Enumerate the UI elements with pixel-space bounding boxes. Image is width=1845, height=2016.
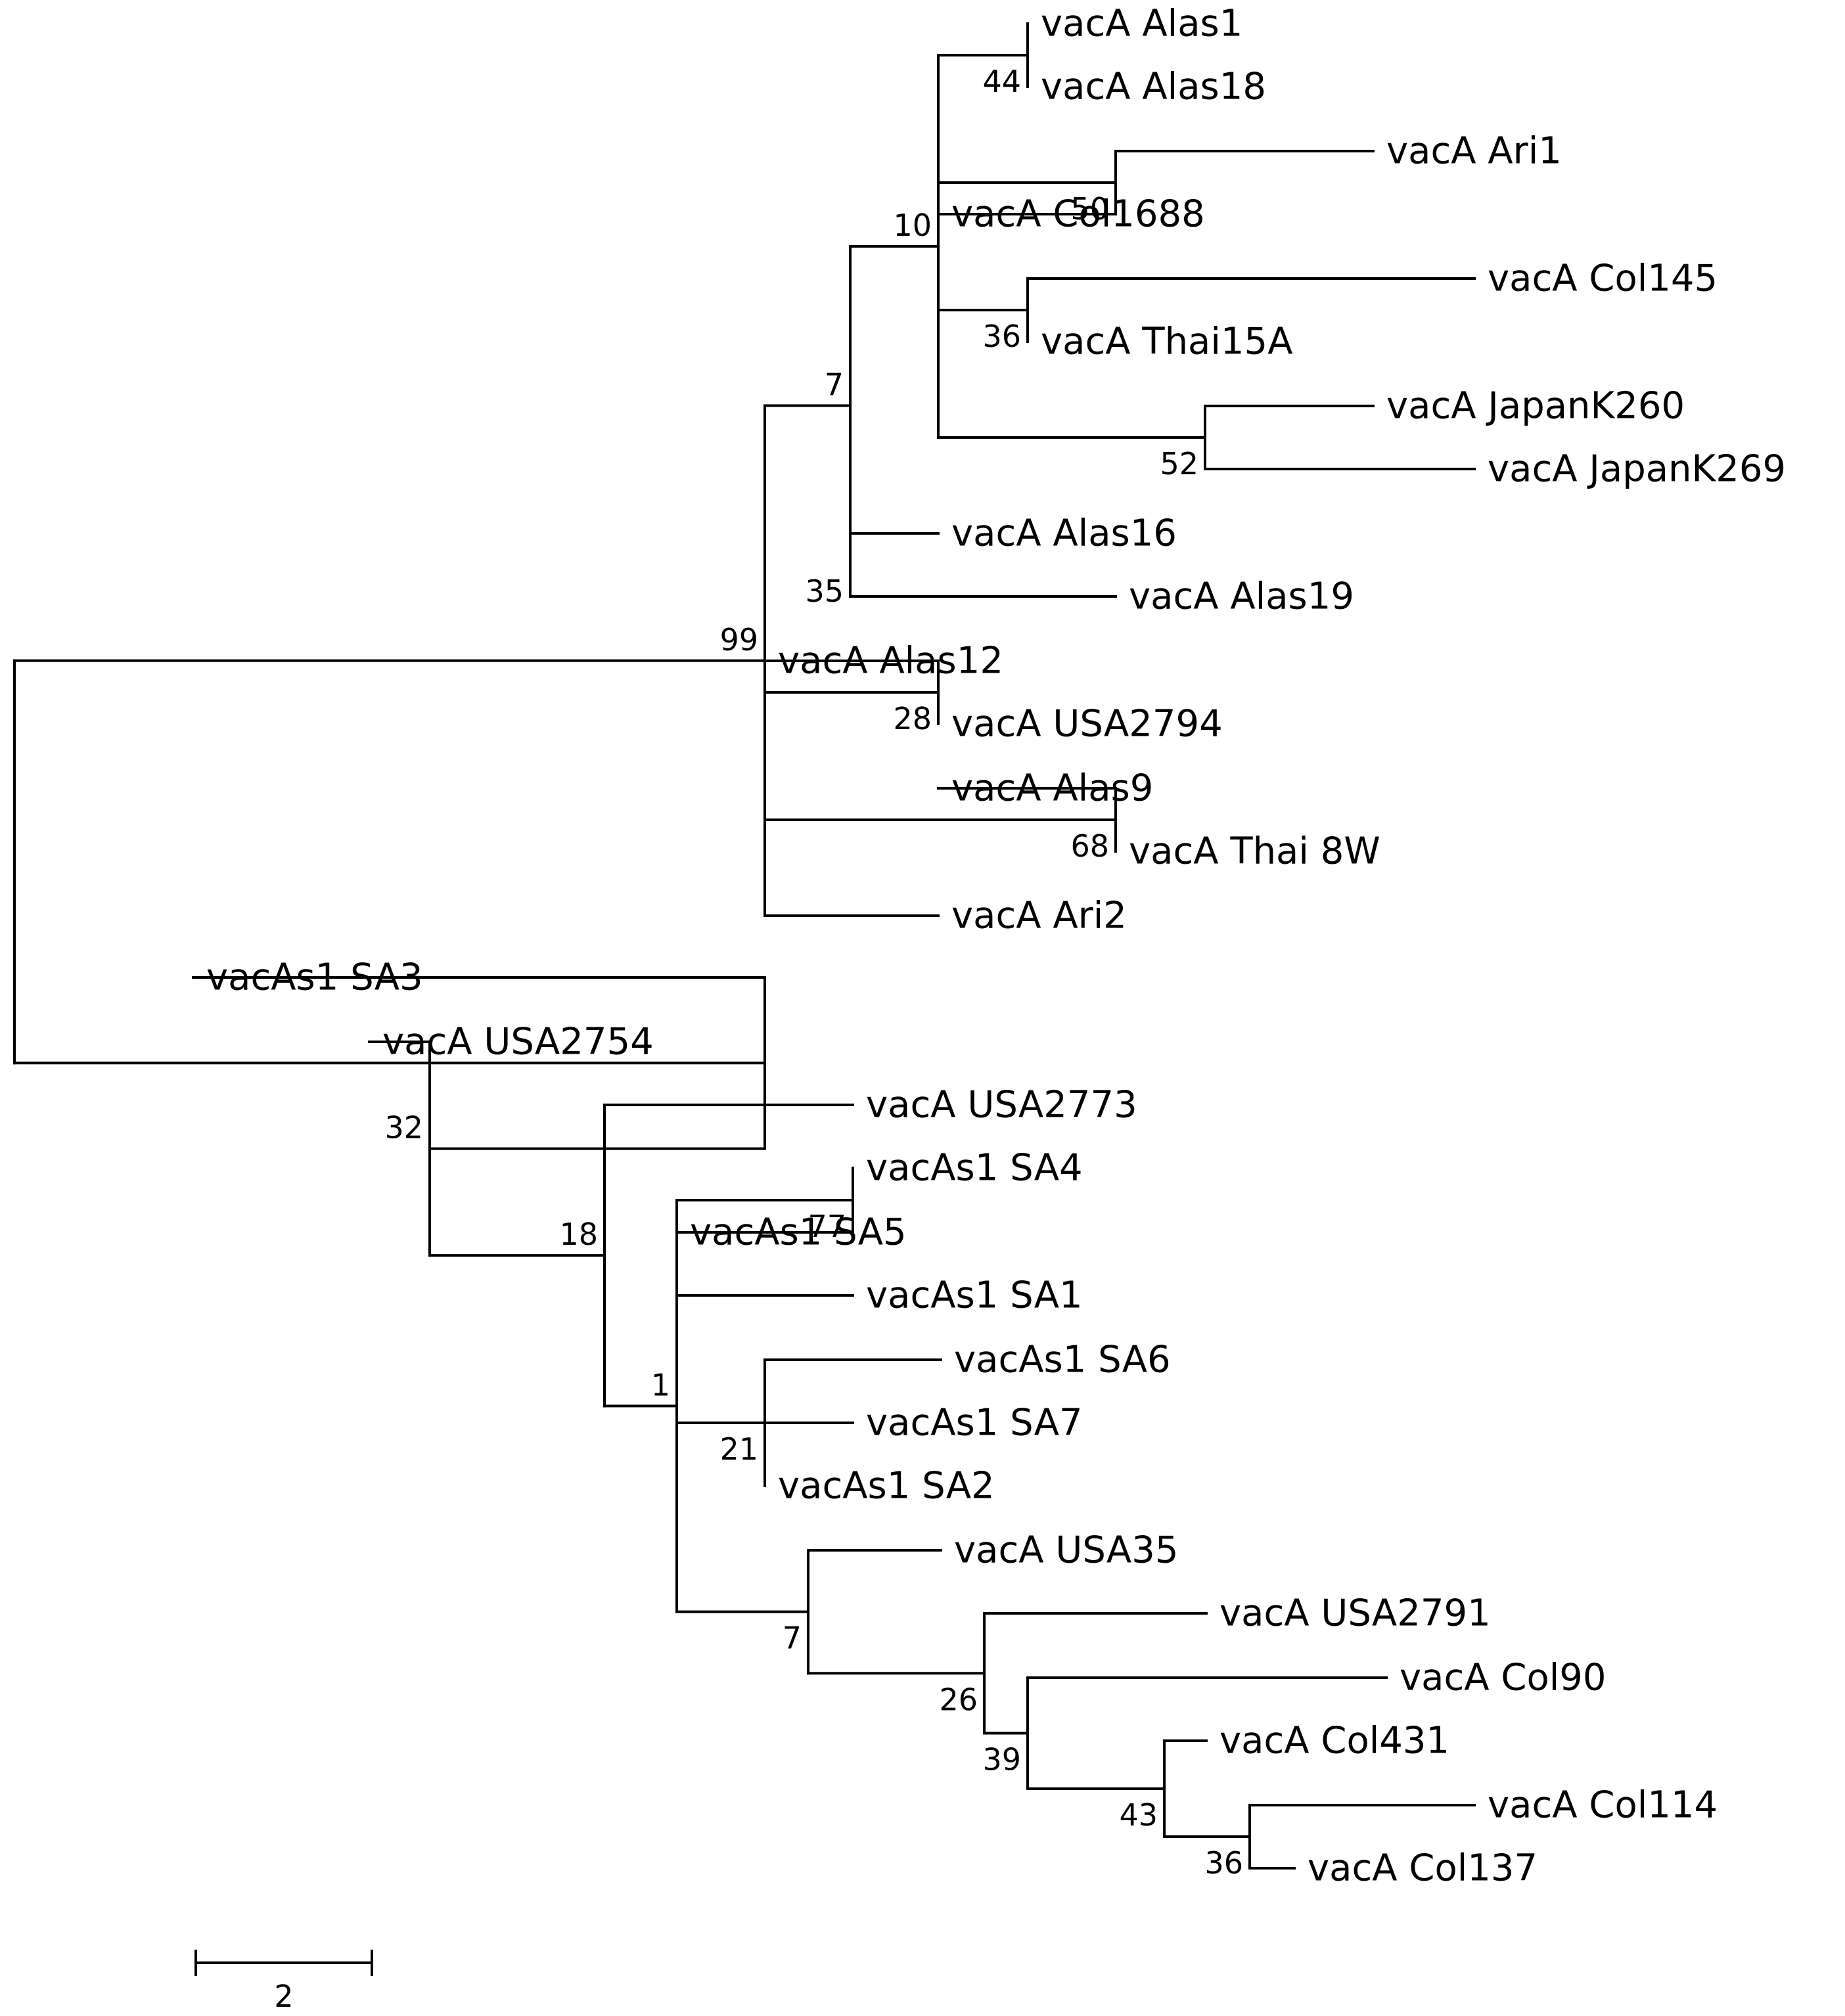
scale-bar-label: 2 <box>274 1979 293 2014</box>
support-value: 18 <box>559 1217 598 1252</box>
leaf-label: vacA Alas1 <box>1041 3 1242 45</box>
leaf-label: vacA USA35 <box>954 1529 1179 1572</box>
leaf-label: vacA Thai15A <box>1041 321 1293 363</box>
support-value: 52 <box>1160 446 1198 482</box>
support-value: 68 <box>1070 828 1109 864</box>
leaf-label: vacAs1 SA4 <box>866 1147 1083 1190</box>
leaf-label: vacA Alas12 <box>778 640 1003 683</box>
leaf-label: vacA Col114 <box>1488 1784 1718 1827</box>
leaf-label: vacA Ari2 <box>951 895 1127 937</box>
leaf-label: vacA Alas16 <box>951 512 1177 555</box>
support-value: 44 <box>982 64 1021 99</box>
support-value: 7 <box>783 1621 802 1656</box>
leaf-label: vacA Ari1 <box>1386 130 1562 173</box>
support-value: 1 <box>651 1367 670 1402</box>
support-value: 10 <box>893 208 932 243</box>
support-value: 7 <box>825 367 844 403</box>
leaf-label: vacAs1 SA6 <box>954 1339 1171 1381</box>
support-value: 28 <box>893 701 932 736</box>
leaf-label: vacA Col90 <box>1400 1657 1606 1699</box>
leaf-label: vacAs1 SA3 <box>206 956 423 999</box>
support-value: 36 <box>982 319 1021 354</box>
leaf-label: vacA Alas18 <box>1041 66 1266 108</box>
leaf-label: vacAs1 SA5 <box>690 1211 907 1254</box>
support-value: 26 <box>939 1682 978 1717</box>
support-value: 21 <box>719 1431 758 1467</box>
leaf-label: vacA Col137 <box>1308 1847 1538 1890</box>
leaf-label: vacA USA2754 <box>382 1021 654 1064</box>
support-value: 35 <box>805 573 844 609</box>
support-value: 32 <box>384 1110 423 1146</box>
leaf-label: vacAs1 SA7 <box>866 1402 1083 1445</box>
leaf-label: vacA JapanK269 <box>1488 448 1786 491</box>
support-value: 39 <box>982 1742 1021 1778</box>
leaf-label: vacAs1 SA1 <box>866 1274 1083 1317</box>
leaf-labels: vacA Alas1 vacA Alas18 vacA Ari1 vacA Col16… <box>206 3 1786 1890</box>
tree-branches <box>13 22 1476 1870</box>
scale-bar: 2 <box>194 1950 373 2014</box>
support-value: 99 <box>719 622 758 658</box>
leaf-label: vacA Alas9 <box>951 767 1153 810</box>
leaf-label: vacA JapanK260 <box>1386 385 1685 428</box>
support-value: 50 <box>1070 191 1109 227</box>
leaf-label: vacA USA2773 <box>866 1084 1137 1127</box>
leaf-label: vacA Col1688 <box>951 193 1205 236</box>
support-value: 77 <box>808 1209 846 1244</box>
leaf-label: vacA Col431 <box>1219 1720 1449 1762</box>
leaf-label: vacA USA2791 <box>1219 1592 1491 1635</box>
leaf-label: vacA Thai 8W <box>1129 830 1380 873</box>
support-value: 43 <box>1119 1797 1158 1833</box>
leaf-label: vacAs1 SA2 <box>778 1465 995 1508</box>
leaf-label: vacA USA2794 <box>951 703 1223 746</box>
leaf-label: vacA Alas19 <box>1129 575 1354 618</box>
leaf-label: vacA Col145 <box>1488 258 1718 300</box>
support-value: 36 <box>1204 1845 1243 1881</box>
